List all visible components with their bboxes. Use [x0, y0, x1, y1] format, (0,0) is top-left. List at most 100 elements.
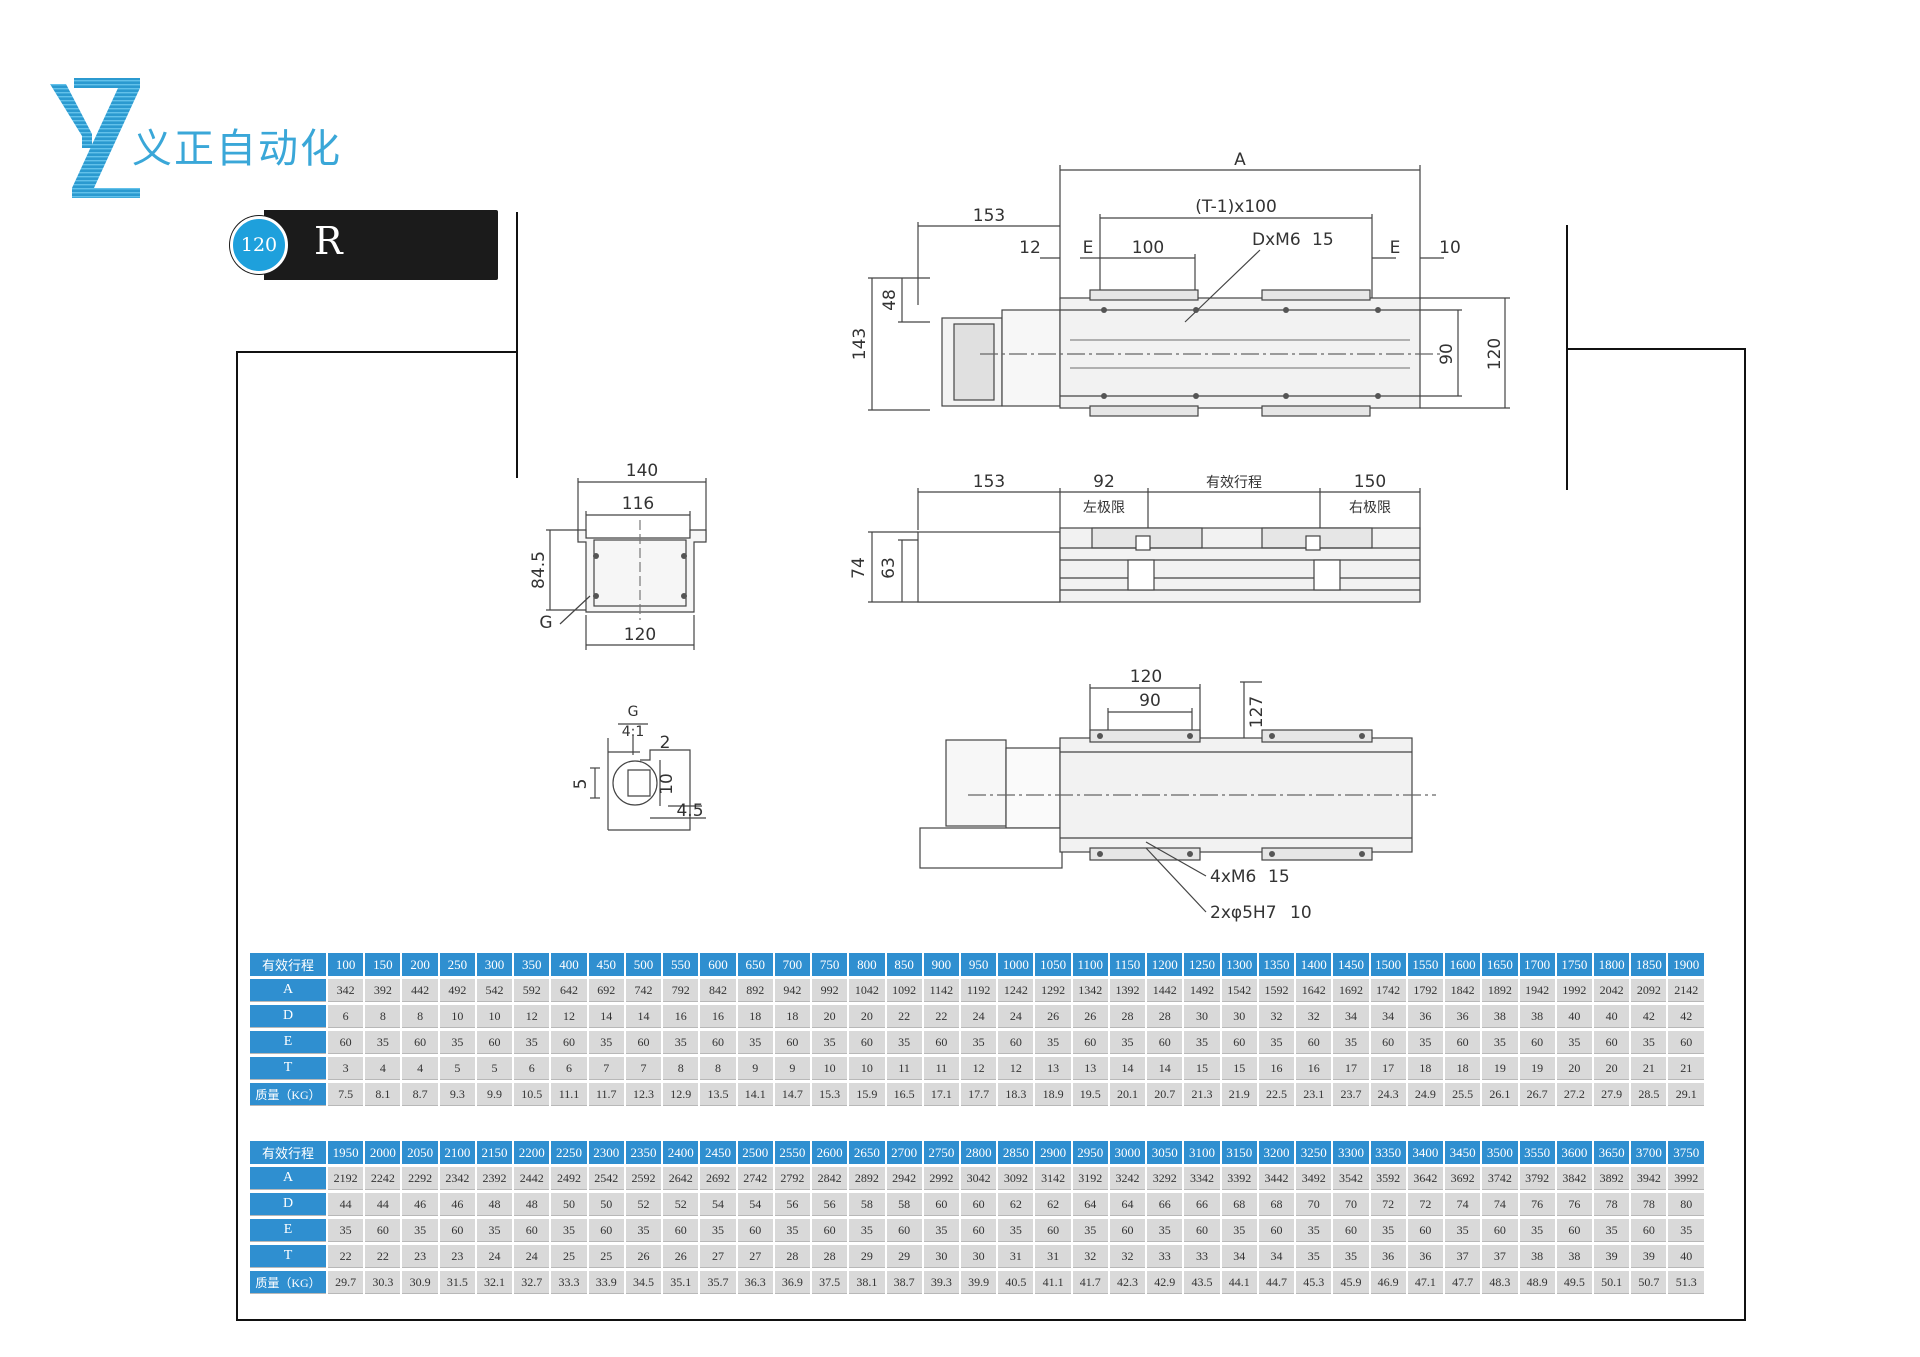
table-cell: 33 — [1184, 1245, 1220, 1268]
dim-pitch: (T-1)x100 — [1195, 197, 1277, 217]
table-cell: 342 — [328, 979, 364, 1002]
table-cell: 60 — [1370, 1031, 1406, 1054]
table-cell: 24 — [998, 1005, 1034, 1028]
bottom-pins: 2xφ5H7 — [1210, 903, 1277, 923]
table-cell: 12.9 — [663, 1083, 699, 1106]
stroke-cell: 2450 — [700, 1141, 736, 1164]
table-cell: 33 — [1147, 1245, 1183, 1268]
table-cell: 2592 — [625, 1167, 662, 1190]
table-cell: 3242 — [1109, 1167, 1146, 1190]
table-cell: 46 — [402, 1193, 438, 1216]
table-cell: 60 — [1147, 1031, 1183, 1054]
table-cell: 1192 — [960, 979, 997, 1002]
table-cell: 992 — [812, 979, 848, 1002]
table-cell: 392 — [365, 979, 401, 1002]
table-cell: 23.7 — [1333, 1083, 1369, 1106]
stroke-cell: 500 — [625, 953, 662, 976]
table-cell: 47.1 — [1407, 1271, 1444, 1294]
table-cell: 2492 — [551, 1167, 587, 1190]
table-cell: 41.1 — [1035, 1271, 1071, 1294]
detail-dim-5: 5 — [571, 779, 591, 790]
table-cell: 44 — [365, 1193, 401, 1216]
table-cell: 17.7 — [960, 1083, 997, 1106]
table-cell: 3442 — [1258, 1167, 1295, 1190]
table-cell: 26.7 — [1519, 1083, 1555, 1106]
table-cell: 3742 — [1482, 1167, 1518, 1190]
table-cell: 38 — [1519, 1245, 1555, 1268]
dim-90: 90 — [1437, 343, 1457, 365]
stroke-cell: 2900 — [1035, 1141, 1071, 1164]
table-cell: 34 — [1333, 1005, 1369, 1028]
table-cell: 17 — [1370, 1057, 1406, 1080]
brand-name: 义正自动化 — [132, 126, 342, 172]
table-cell: 27 — [700, 1245, 736, 1268]
stroke-cell: 3700 — [1631, 1141, 1667, 1164]
table-cell: 22 — [328, 1245, 364, 1268]
table-cell: 50 — [588, 1193, 624, 1216]
dim-100: 100 — [1132, 238, 1164, 258]
stroke-cell: 1950 — [328, 1141, 364, 1164]
table-cell: 19.5 — [1072, 1083, 1108, 1106]
table-cell: 17.1 — [923, 1083, 959, 1106]
frame-top-right — [1566, 348, 1746, 350]
stroke-cell: 600 — [700, 953, 736, 976]
bottom-holes-depth: 15 — [1268, 867, 1290, 887]
table-cell: 2642 — [663, 1167, 699, 1190]
table-cell: 70 — [1296, 1193, 1332, 1216]
table-cell: 592 — [514, 979, 550, 1002]
table-cell: 23 — [402, 1245, 438, 1268]
stroke-cell: 3000 — [1109, 1141, 1146, 1164]
table-cell: 60 — [1407, 1219, 1444, 1242]
table-cell: 26.1 — [1482, 1083, 1518, 1106]
table-cell: 1492 — [1184, 979, 1220, 1002]
table-cell: 35 — [663, 1031, 699, 1054]
table-cell: 76 — [1519, 1193, 1555, 1216]
table-cell: 22 — [886, 1005, 922, 1028]
table-cell: 942 — [774, 979, 811, 1002]
table-cell: 20.1 — [1109, 1083, 1146, 1106]
table-cell: 35 — [1147, 1219, 1183, 1242]
dim-120-section: 120 — [624, 625, 656, 645]
dim-48: 48 — [880, 289, 900, 311]
stroke-cell: 700 — [774, 953, 811, 976]
table-cell: 892 — [737, 979, 773, 1002]
table-cell: 5 — [439, 1057, 475, 1080]
table-cell: 24.9 — [1407, 1083, 1444, 1106]
table-cell: 9 — [737, 1057, 773, 1080]
stroke-cell: 3650 — [1593, 1141, 1630, 1164]
table-cell: 21.9 — [1221, 1083, 1257, 1106]
stroke-cell: 1100 — [1072, 953, 1108, 976]
table-cell: 60 — [1109, 1219, 1146, 1242]
row-label: 质量（KG） — [250, 1271, 326, 1294]
table-cell: 742 — [625, 979, 662, 1002]
table-cell: 13 — [1072, 1057, 1108, 1080]
table-cell: 21 — [1631, 1057, 1667, 1080]
table-cell: 35 — [1370, 1219, 1406, 1242]
brand-logo: 义正自动化 — [44, 76, 344, 206]
table-cell: 32 — [1296, 1005, 1332, 1028]
table-cell: 37 — [1445, 1245, 1481, 1268]
table-cell: 2842 — [812, 1167, 848, 1190]
table-cell: 3892 — [1593, 1167, 1630, 1190]
table-cell: 45.9 — [1333, 1271, 1369, 1294]
side-dim-153: 153 — [973, 472, 1005, 492]
stroke-cell: 800 — [849, 953, 885, 976]
detail-G-label: G — [628, 704, 639, 720]
table-cell: 60 — [551, 1031, 587, 1054]
dim-12: 12 — [1019, 238, 1041, 258]
table-cell: 70 — [1333, 1193, 1369, 1216]
table-cell: 34 — [1221, 1245, 1257, 1268]
table-cell: 35 — [551, 1219, 587, 1242]
dim-120-top: 120 — [1485, 338, 1505, 370]
stroke-cell: 3500 — [1482, 1141, 1518, 1164]
table-cell: 2292 — [402, 1167, 438, 1190]
table-cell: 13 — [1035, 1057, 1071, 1080]
table-cell: 38.7 — [886, 1271, 922, 1294]
table-cell: 30.3 — [365, 1271, 401, 1294]
table-cell: 15 — [1184, 1057, 1220, 1080]
table-cell: 8 — [700, 1057, 736, 1080]
stroke-cell: 2250 — [551, 1141, 587, 1164]
